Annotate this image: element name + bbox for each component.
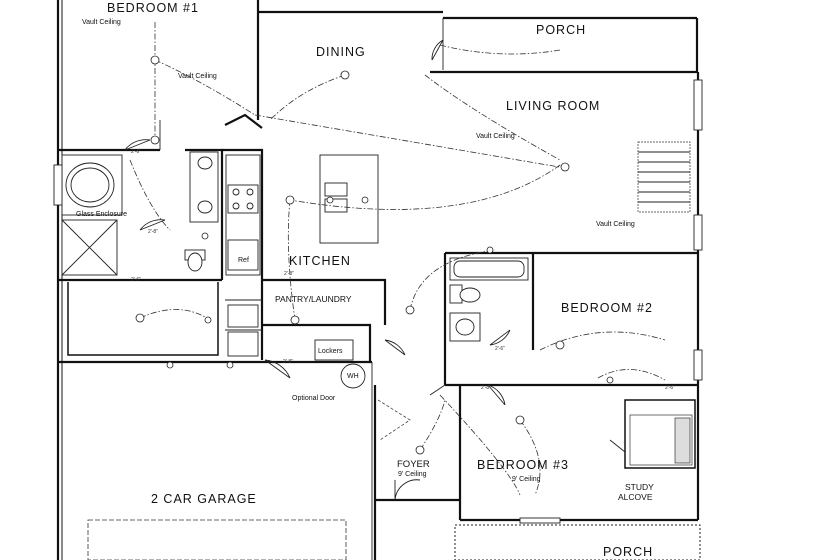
electrical-wiring xyxy=(129,22,666,496)
note-vault-ceiling-br2: Vault Ceiling xyxy=(596,221,635,228)
dim-label: 2'-8" xyxy=(284,271,294,277)
note-glass-enclosure: Glass Enclosure xyxy=(76,211,127,218)
hall-bath xyxy=(449,257,529,342)
label-pantry-laundry: PANTRY/LAUNDRY xyxy=(275,294,352,304)
garage-door xyxy=(87,362,373,560)
label-alcove: ALCOVE xyxy=(618,492,653,502)
laundry-units xyxy=(227,304,259,357)
shower xyxy=(61,219,118,276)
label-bedroom1: BEDROOM #1 xyxy=(107,1,199,15)
porch-bottom-area xyxy=(454,524,701,560)
label-porch-bottom: PORCH xyxy=(603,545,653,559)
label-living-room: LIVING ROOM xyxy=(506,99,600,113)
label-foyer: FOYER xyxy=(397,459,430,470)
kitchen-counter xyxy=(225,154,261,276)
dim-label: 2'-8" xyxy=(481,385,491,391)
annotations: Vault Ceiling Vault Ceiling Vault Ceilin… xyxy=(76,19,635,483)
dim-label: 2'-6" xyxy=(495,346,505,352)
master-toilet xyxy=(184,249,206,272)
note-foyer-ceiling: 9' Ceiling xyxy=(398,471,427,478)
note-vault-ceiling-living: Vault Ceiling xyxy=(476,133,515,140)
dim-label: 2'-8" xyxy=(148,229,158,235)
dim-label: 2'-6" xyxy=(131,149,141,155)
fireplace-stairs xyxy=(637,141,691,213)
note-optional-door: Optional Door xyxy=(292,395,336,402)
tub xyxy=(61,154,123,216)
label-bedroom3: BEDROOM #3 xyxy=(477,458,569,472)
dim-label: 2'-6" xyxy=(665,385,675,391)
note-vault-ceiling-1: Vault Ceiling xyxy=(82,19,121,26)
light-fixtures xyxy=(135,55,614,455)
note-br3-ceiling: 9' Ceiling xyxy=(512,476,541,483)
walls xyxy=(56,0,700,560)
door-swings xyxy=(124,39,626,501)
windows xyxy=(53,79,703,524)
note-ref: Ref xyxy=(238,257,249,264)
master-vanity xyxy=(189,151,219,223)
note-vault-ceiling-2: Vault Ceiling xyxy=(178,73,217,80)
label-porch-top: PORCH xyxy=(536,23,586,37)
label-bedroom2: BEDROOM #2 xyxy=(561,301,653,315)
note-lockers: Lockers xyxy=(318,348,343,355)
label-study: STUDY xyxy=(625,482,654,492)
dimension-labels: 2'-6" 2'-8" 2'-6" 2'-8" 2'-8" 2'-6" 2'-8… xyxy=(131,149,675,391)
room-labels: BEDROOM #1 DINING PORCH LIVING ROOM KITC… xyxy=(107,1,654,559)
bedroom1-walls xyxy=(159,113,263,150)
lockers xyxy=(314,339,354,361)
note-wh: WH xyxy=(347,373,359,380)
label-dining: DINING xyxy=(316,45,366,59)
dim-label: 2'-8" xyxy=(283,359,293,365)
study-alcove-shelf xyxy=(629,414,693,466)
dim-label: 2'-6" xyxy=(131,277,141,283)
label-garage: 2 CAR GARAGE xyxy=(151,492,257,506)
label-kitchen: KITCHEN xyxy=(289,254,351,268)
water-heater xyxy=(340,363,366,389)
